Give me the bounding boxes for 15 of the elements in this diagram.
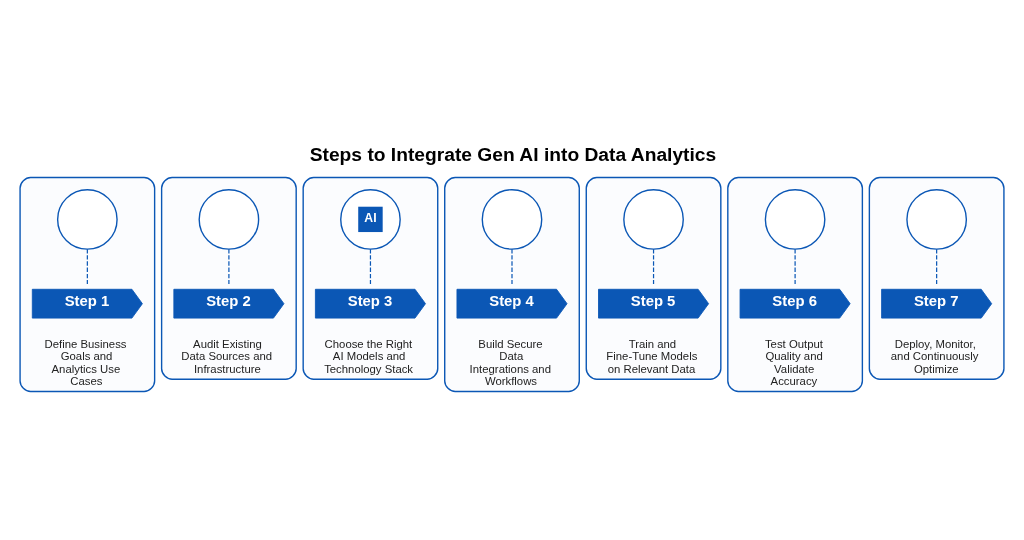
connector	[511, 248, 513, 285]
node-circle	[56, 188, 118, 250]
connector	[794, 248, 796, 285]
node-circle: AI	[340, 188, 401, 250]
connector	[86, 248, 88, 285]
diagram-title: Steps to Integrate Gen AI into Data Analytics	[309, 142, 717, 164]
connector	[228, 248, 230, 285]
node-circle	[764, 188, 826, 250]
connector	[652, 248, 655, 285]
connector	[369, 248, 372, 285]
connector	[936, 248, 938, 285]
node-circle	[198, 188, 260, 250]
node-circle	[623, 188, 684, 250]
node-circle	[906, 188, 968, 250]
node-circle	[481, 188, 543, 250]
